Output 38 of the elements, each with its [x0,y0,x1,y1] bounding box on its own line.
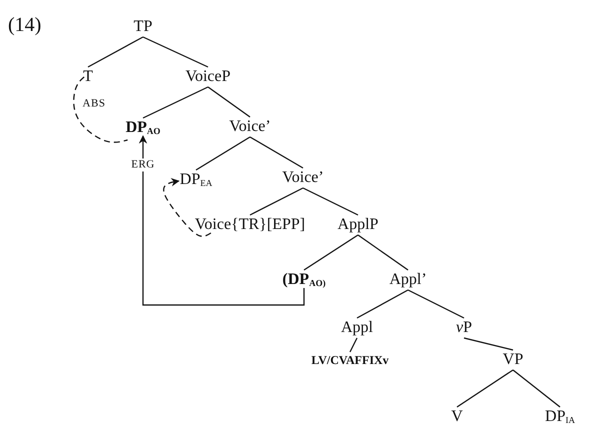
tree-branch [88,36,144,68]
tree-branch [512,370,560,408]
tree-node-label: Voice’ [282,170,324,186]
movement-arrow [163,178,212,237]
tree-branch [250,136,304,169]
tree-branch [142,86,208,119]
tree-branch [356,289,408,319]
agreement-line [73,76,128,143]
tree-branch [358,234,408,270]
tree-node-label: Voice’ [229,119,271,135]
tree-node-label: DP$_{AO}$ [126,120,160,136]
tree-branch [142,36,208,68]
tree-branch [250,187,304,216]
tree-node-label: TP [134,19,152,35]
tree-node-label: VoiceP [185,69,231,85]
tree-branch [208,86,250,118]
tree-branch [408,289,464,319]
tree-node-label: ApplP [338,217,378,233]
tree-node-label: (DP$_{AO)}$ [282,272,326,288]
tree-node-label: vP [456,320,472,336]
tree-branch [304,234,358,270]
tree-node-label: Appl’ [389,272,427,288]
tree-branch [302,187,358,216]
tree-branch [464,337,514,351]
tree-node-label: Voice{TR}[EPP] [194,217,306,233]
tree-node-label: LV/CVAFFIXv [311,354,389,366]
example-number: (14) [8,14,42,37]
edge-label: ERG [131,158,155,172]
tree-branch [456,370,514,408]
tree-node-label: Appl [341,320,373,336]
tree-branch [349,338,358,352]
tree-node-label: T [83,69,93,85]
tree-node-label: VP [502,352,524,368]
tree-node-label: V [451,409,463,425]
movement-arrow [138,135,305,306]
tree-node-label: DP$_{IA}$ [545,409,575,425]
tree-node-label: DP$_{EA}$ [180,172,212,188]
tree-branch [196,136,250,171]
